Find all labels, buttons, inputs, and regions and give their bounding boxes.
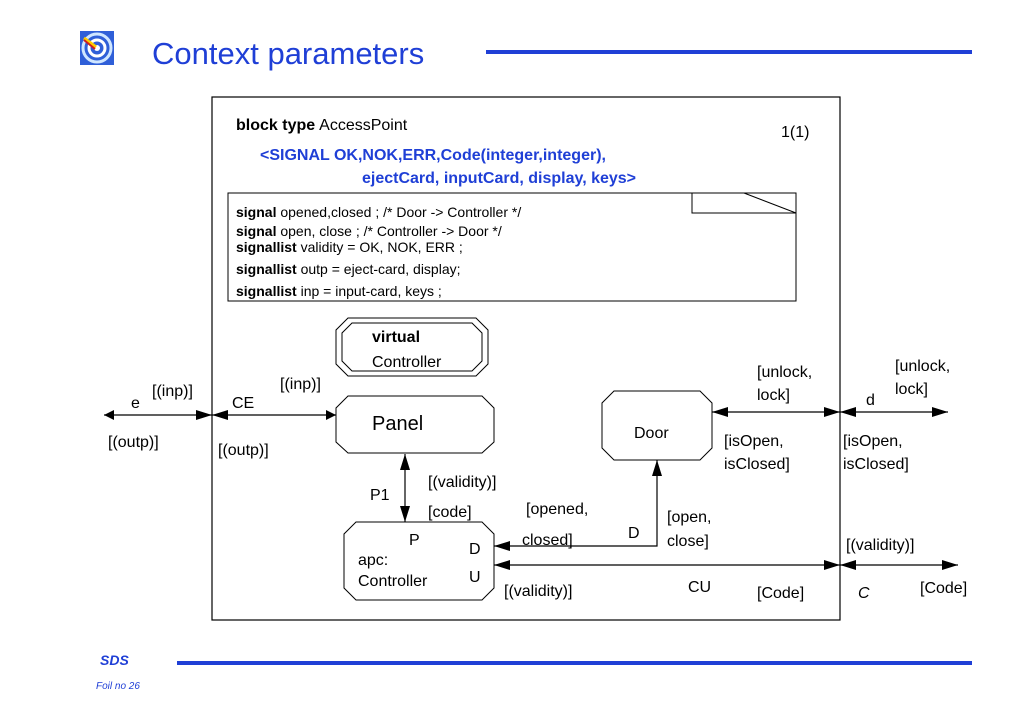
panel-process — [335, 395, 495, 454]
gate-u: U — [469, 569, 481, 586]
apc-process — [343, 521, 495, 601]
apc-label-line2: Controller — [358, 573, 428, 590]
block-frame — [211, 96, 841, 621]
channel-ce-inp: [(inp)] — [280, 376, 321, 393]
virtual-controller-symbol — [335, 317, 489, 377]
footer-rule — [177, 661, 972, 665]
gate-p: P — [409, 532, 420, 549]
channel-ce-label: CE — [232, 395, 254, 412]
declarations-text-symbol — [227, 192, 797, 302]
block-params-line2: ejectCard, inputCard, display, keys> — [362, 170, 636, 187]
page-title: Context parameters — [152, 36, 424, 71]
channel-ext-unlock2: lock] — [895, 381, 928, 398]
virtual-controller-name: Controller — [372, 354, 442, 371]
block-params-line1: <SIGNAL OK,NOK,ERR,Code(integer,integer)… — [260, 147, 606, 164]
apc-label-line1: apc: — [358, 552, 388, 569]
channel-d-open2: close] — [667, 533, 709, 550]
footer-foil-number: Foil no 26 — [96, 681, 140, 692]
channel-cu-label: CU — [688, 579, 711, 596]
door-process — [601, 390, 713, 461]
channel-c-validity: [(validity)] — [846, 537, 914, 554]
virtual-keyword: virtual — [372, 329, 420, 346]
declaration-line: signallist validity = OK, NOK, ERR ; — [236, 239, 463, 255]
channel-e-inp: [(inp)] — [152, 383, 193, 400]
target-logo-icon — [80, 31, 114, 65]
channel-d-opened2: closed] — [522, 532, 573, 549]
channel-ext-unlock1: [unlock, — [895, 358, 950, 375]
gate-d: D — [469, 541, 481, 558]
channel-d-label: D — [628, 525, 640, 542]
channel-c-code: [Code] — [920, 580, 967, 597]
channel-p1-label: P1 — [370, 487, 390, 504]
page-number: 1(1) — [781, 124, 809, 141]
channel-e-outp: [(outp)] — [108, 434, 159, 451]
channel-ext-isopen1: [isOpen, — [843, 433, 903, 450]
channel-p1-validity: [(validity)] — [428, 474, 496, 491]
channel-e-label: e — [131, 395, 140, 412]
channel-d-open1: [open, — [667, 509, 711, 526]
declaration-line: signal open, close ; /* Controller -> Do… — [236, 223, 502, 239]
door-label: Door — [634, 425, 669, 442]
channel-door-unlock2: lock] — [757, 387, 790, 404]
footer-brand: SDS — [100, 652, 129, 668]
channel-p1-code: [code] — [428, 504, 472, 521]
channel-ce-outp: [(outp)] — [218, 442, 269, 459]
channel-door-isopen1: [isOpen, — [724, 433, 784, 450]
declaration-line: signallist inp = input-card, keys ; — [236, 283, 442, 299]
channel-d — [494, 460, 662, 551]
channel-door-unlock1: [unlock, — [757, 364, 812, 381]
panel-label: Panel — [372, 413, 423, 435]
channel-cu-code: [Code] — [757, 585, 804, 602]
channel-d-external-label: d — [866, 392, 875, 409]
declaration-line: signallist outp = eject-card, display; — [236, 261, 461, 277]
channel-d-opened1: [opened, — [526, 501, 588, 518]
channel-ext-isopen2: isClosed] — [843, 456, 909, 473]
declaration-line: signal opened,closed ; /* Door -> Contro… — [236, 204, 521, 220]
channel-c-label: C — [858, 585, 870, 602]
block-name: AccessPoint — [319, 117, 408, 134]
title-rule — [486, 50, 972, 54]
channel-door-isopen2: isClosed] — [724, 456, 790, 473]
block-keyword: block type — [236, 117, 315, 134]
channel-cu-validity: [(validity)] — [504, 583, 572, 600]
